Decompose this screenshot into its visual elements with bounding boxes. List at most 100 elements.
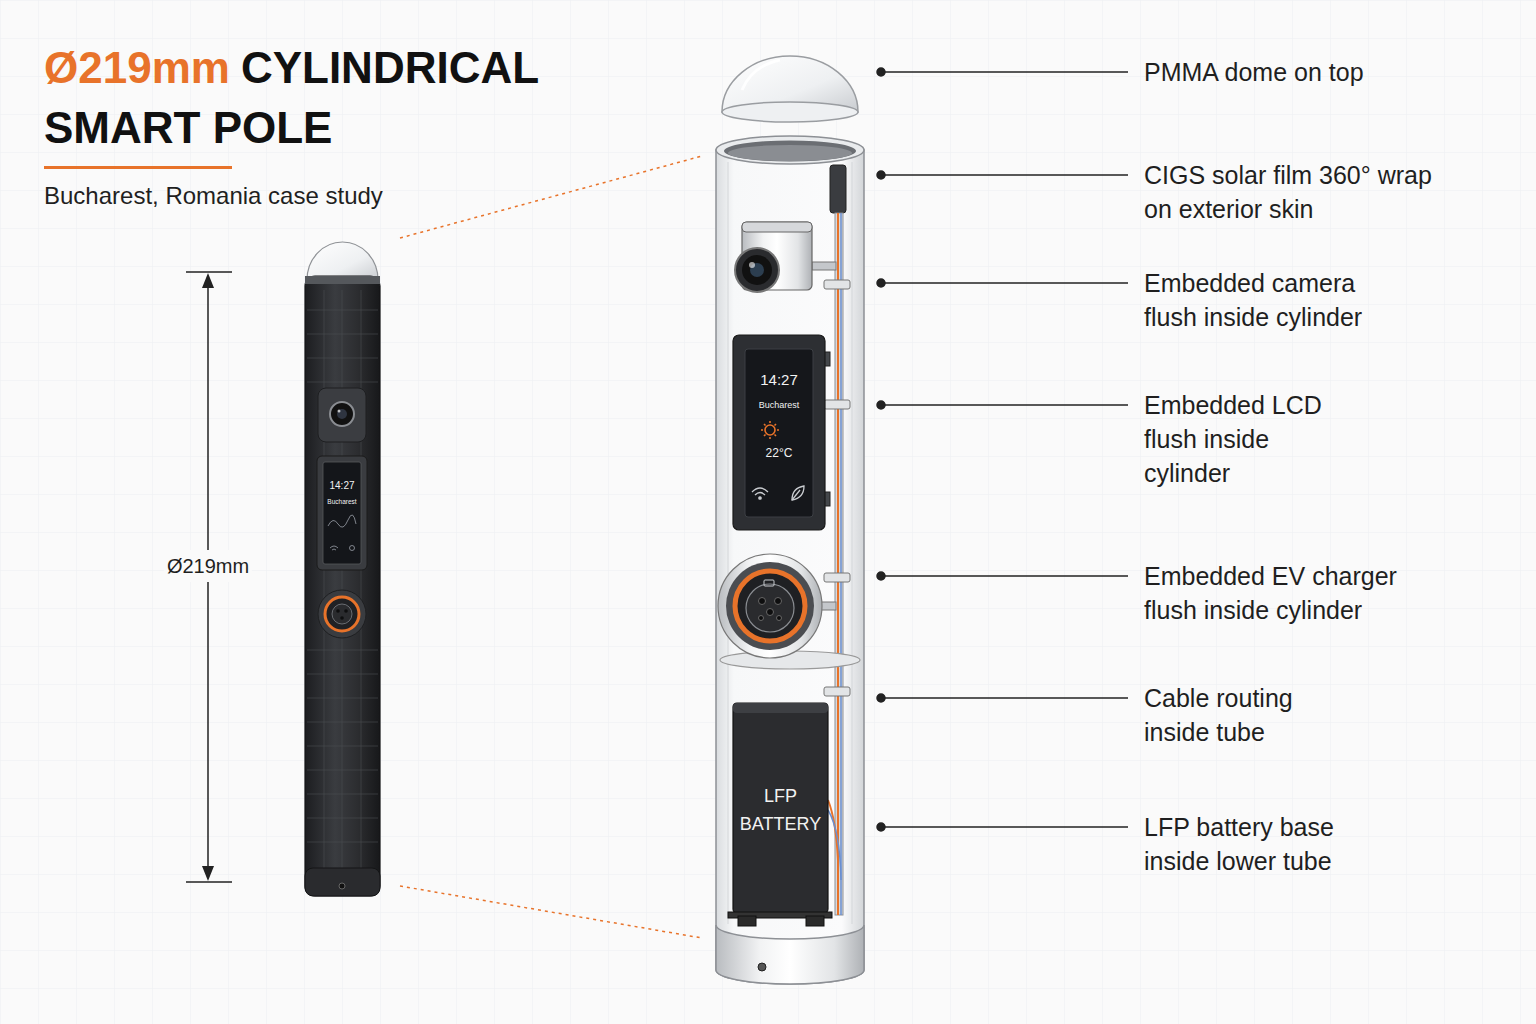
pole-small-part-part — [361, 290, 362, 868]
pole-base-part — [716, 925, 864, 984]
lcd-housing-part-part — [769, 421, 771, 423]
pole-small-part — [305, 276, 380, 284]
cable-routing-part — [835, 213, 843, 915]
pole-small-part-part — [307, 818, 378, 819]
pole-small-part — [339, 883, 345, 889]
pole-small-part — [307, 242, 378, 280]
ev-charger-part — [775, 598, 782, 605]
pole-tube-part — [728, 162, 729, 924]
pole-small-part-part — [307, 382, 378, 383]
pole-small-part-part — [307, 746, 378, 747]
lfp-battery-part — [738, 916, 756, 926]
leader-lines-part — [881, 404, 1128, 406]
lcd-housing-part-part — [761, 429, 763, 431]
subtitle: Bucharest, Romania case study — [44, 180, 564, 212]
lcd-housing-part-part — [765, 425, 775, 435]
cable-routing-part — [828, 800, 838, 860]
screen-text: 14:27 — [745, 371, 813, 389]
pole-small-part — [325, 597, 359, 631]
camera-module-part — [750, 263, 764, 277]
lfp-battery-part — [806, 916, 824, 926]
title-block: Ø219mmCYLINDRICAL SMART POLE — [44, 38, 584, 158]
lcd-screen: 14:27Bucharest22°C — [745, 349, 813, 517]
lcd-housing-part-part — [755, 493, 765, 496]
cable-routing-part — [830, 165, 846, 213]
callout-label: CIGS solar film 360° wrap on exterior sk… — [1144, 158, 1449, 226]
lcd-housing-part-part — [792, 490, 800, 500]
projection-lines-part — [400, 156, 702, 238]
pole-tube-part — [724, 141, 856, 162]
cable-routing-part — [837, 213, 839, 915]
ev-charger-part — [777, 616, 782, 621]
pole-tube-part — [728, 145, 852, 161]
pole-small-part — [318, 388, 366, 442]
callout-label: Embedded EV charger flush inside cylinde… — [1144, 559, 1429, 627]
pole-small-part-part — [307, 358, 378, 359]
cable-routing-part — [824, 573, 850, 582]
lfp-battery-part — [733, 703, 828, 713]
cable-routing-part — [840, 213, 842, 915]
dimension-line-part — [202, 273, 214, 288]
callout-label: Cable routing inside tube — [1144, 681, 1329, 749]
callout-label: Embedded camera flush inside cylinder — [1144, 266, 1389, 334]
projection-lines-part — [400, 886, 702, 938]
lcd-housing-part-part — [775, 435, 777, 437]
pole-small-part-part — [307, 674, 378, 675]
lcd-housing-part-part — [777, 429, 779, 431]
pole-dome-part — [722, 102, 858, 122]
mini-screen: 14:27Bucharest — [323, 462, 361, 564]
leader-lines-part — [881, 282, 1128, 284]
pole-small-part-part — [307, 794, 378, 795]
screen-text: 14:27 — [323, 480, 361, 492]
camera-module-part — [812, 262, 836, 270]
leader-lines-part — [881, 71, 1128, 73]
pole-tube-part — [716, 136, 864, 164]
pole-small-part-part — [307, 698, 378, 699]
leader-lines-part — [881, 826, 1128, 828]
cable-routing-part — [824, 687, 850, 696]
ev-charger-part — [718, 554, 822, 658]
lcd-housing-part — [733, 335, 825, 530]
camera-module-part — [749, 262, 755, 268]
leader-lines — [877, 68, 1128, 831]
pole-small-part — [336, 609, 340, 613]
ev-charger-part — [746, 584, 794, 632]
lcd-housing-part — [752, 486, 804, 500]
leader-lines-part — [881, 697, 1128, 699]
pole-small-part-part — [307, 842, 378, 843]
lcd-housing-part — [745, 349, 813, 517]
pole-small-part — [337, 409, 347, 419]
callout-label: PMMA dome on top — [1144, 55, 1474, 89]
dimension-label: Ø219mm — [164, 550, 252, 582]
cable-routing-part — [828, 810, 841, 880]
lcd-housing-part-part — [759, 497, 761, 499]
title-underline-part — [44, 166, 232, 169]
pole-small — [305, 242, 380, 896]
pole-small-part — [323, 462, 361, 564]
pole-small-part — [307, 290, 378, 868]
pole-small-part — [344, 609, 348, 613]
callout-label: Embedded LCD flush inside cylinder — [1144, 388, 1359, 490]
camera-module-part — [742, 222, 812, 232]
pole-small-part — [305, 868, 380, 896]
ev-charger-part — [767, 609, 774, 616]
leader-lines-part — [881, 575, 1128, 577]
screen-text: 22°C — [745, 445, 813, 461]
lcd-housing-part-part — [769, 437, 771, 439]
screen-text: LFP BATTERY — [733, 782, 828, 838]
dimension-line-part — [186, 881, 232, 883]
pole-small-part-part — [342, 290, 343, 868]
lfp-battery — [728, 703, 832, 926]
ev-charger — [718, 554, 860, 669]
cable-routing-part — [824, 400, 850, 409]
pole-small-part — [340, 616, 344, 620]
pole-small-part — [332, 604, 352, 624]
camera-module-part — [742, 255, 772, 285]
ev-charger-part — [759, 616, 764, 621]
battery-box: LFP BATTERY — [733, 770, 828, 850]
lcd-housing-part-part — [752, 488, 768, 492]
lfp-battery-part — [733, 703, 828, 913]
pole-small-part — [330, 402, 354, 426]
pole-tube — [716, 136, 864, 984]
